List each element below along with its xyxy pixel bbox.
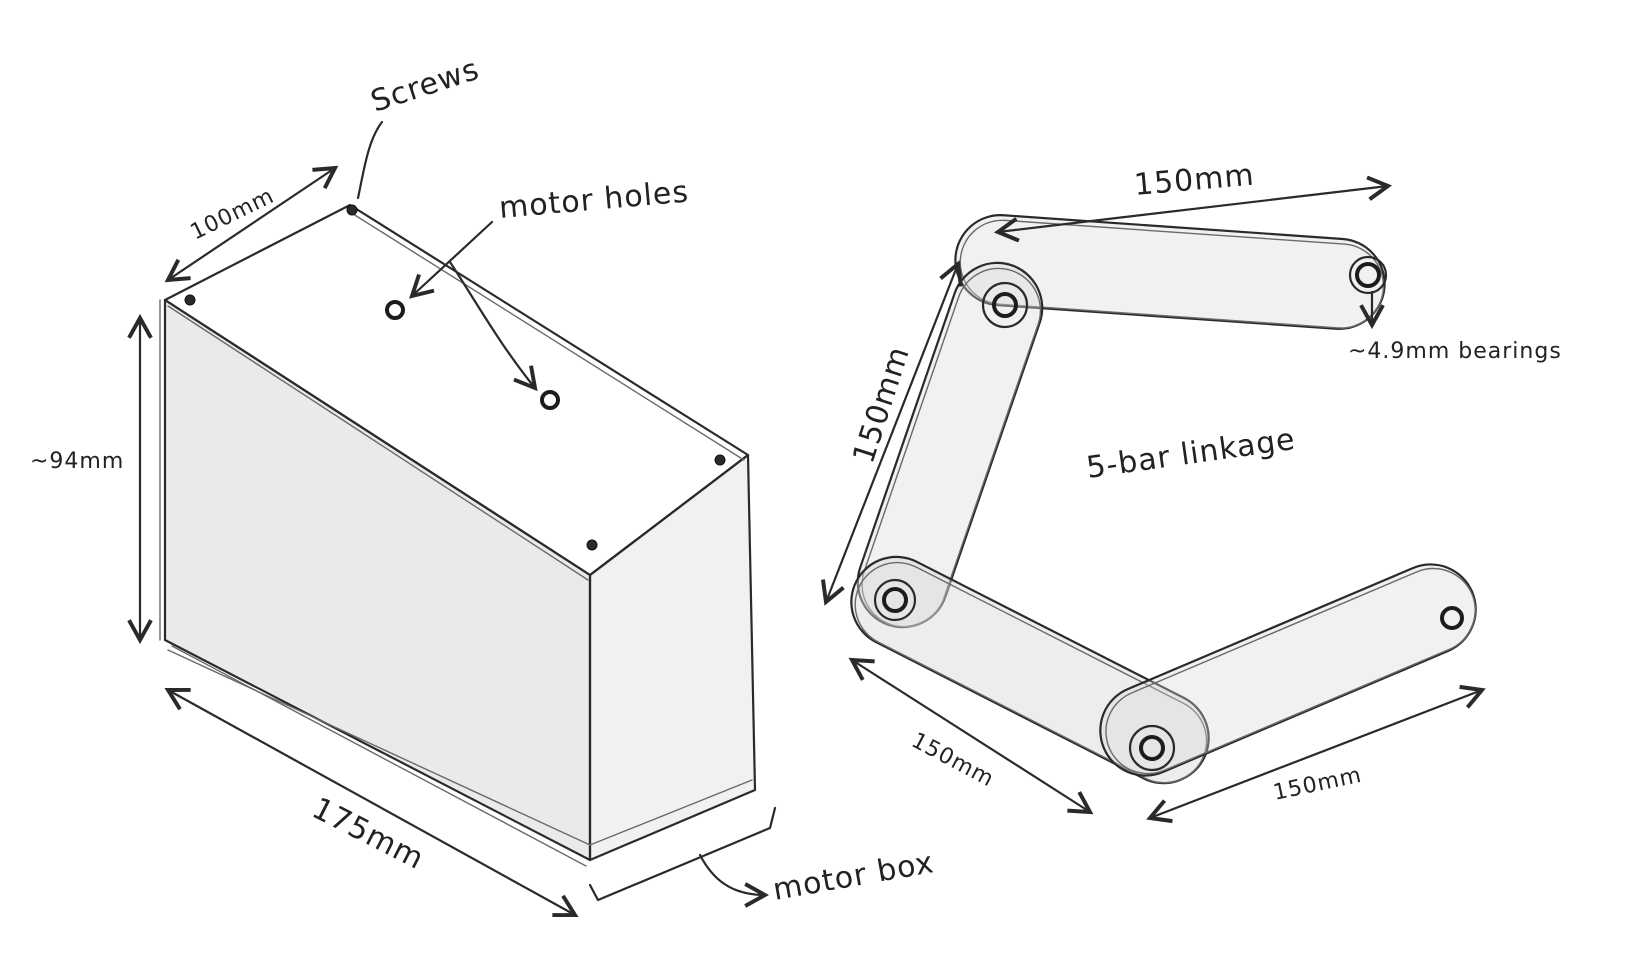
bearing-ring <box>1348 255 1388 295</box>
motor-box-label: motor box <box>770 845 936 908</box>
dimension-arrow-link-bottom-right <box>1146 684 1486 824</box>
box-front-face-shade <box>165 300 590 860</box>
box-side-face <box>588 453 757 862</box>
motor-box-bracket <box>588 806 777 902</box>
bearing-joint <box>1440 606 1464 630</box>
motor-hole <box>540 390 560 410</box>
link-bottom-left-label: 150mm <box>907 728 998 792</box>
dimension-arrow-length <box>164 687 579 918</box>
motor-holes-arrow <box>409 220 494 299</box>
link-bottom-right <box>1099 563 1477 777</box>
screws-leader-line <box>356 120 384 200</box>
link-bottom-right-label: 150mm <box>1271 763 1364 806</box>
bearing-joint <box>1355 262 1381 288</box>
box-height-label: ~94mm <box>30 449 124 474</box>
screw-dot <box>714 454 726 466</box>
motor-hole <box>385 300 405 320</box>
dimension-arrow-link-bottom-left <box>848 657 1094 815</box>
link-top-label: 150mm <box>1133 158 1256 203</box>
box-length-label: 175mm <box>306 791 429 877</box>
screw-dot <box>586 539 598 551</box>
box-side-face-shade <box>590 455 755 860</box>
motor-box <box>127 120 777 918</box>
screws-label: Screws <box>367 52 484 120</box>
motor-holes-label: motor holes <box>498 175 691 226</box>
bearing-joint <box>992 292 1018 318</box>
screw-dot <box>346 204 358 216</box>
bearings-label: ~4.9mm bearings <box>1348 339 1562 364</box>
dimension-arrow-link-left <box>820 260 964 606</box>
five-bar-linkage <box>820 175 1486 824</box>
motor-holes-arrow <box>448 260 538 392</box>
motor-box-arrow <box>698 853 770 908</box>
link-top <box>954 214 1386 330</box>
linkage-title-label: 5-bar linkage <box>1084 422 1297 486</box>
bearing-ring <box>981 281 1029 329</box>
screw-dot <box>184 294 196 306</box>
dimension-arrow-width <box>164 165 339 283</box>
dimension-arrow-link-top <box>993 175 1393 243</box>
